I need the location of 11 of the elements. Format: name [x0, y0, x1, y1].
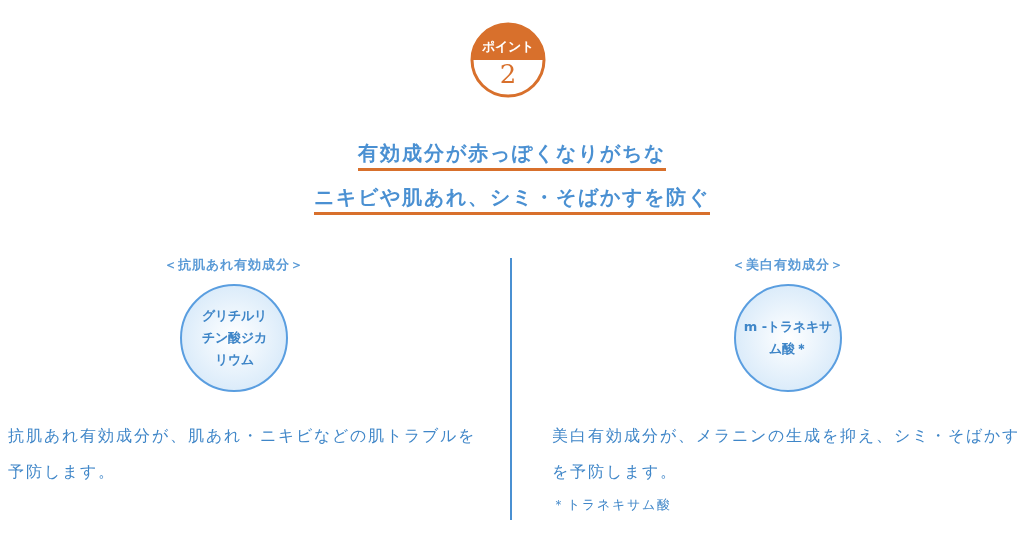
ingredient-name: グリチルリチン酸ジカリウム — [200, 307, 268, 369]
badge-heading: ポイント — [481, 38, 535, 56]
ingredient-name: m -トラネキサム酸＊ — [742, 318, 834, 358]
point-number: 2 — [498, 58, 518, 90]
heading-line: ニキビや肌あれ、シミ・そばかすを防ぐ — [314, 185, 710, 215]
section-heading: ＜美白有効成分＞ — [731, 256, 845, 274]
footnote: ＊トラネキサム酸 — [552, 496, 672, 514]
description-text: 抗肌あれ有効成分が、肌あれ・ニキビなどの肌トラブルを予防します。 — [8, 425, 477, 483]
heading-line: 有効成分が赤っぽくなりがちな — [358, 141, 666, 171]
description-text: 美白有効成分が、メラニンの生成を抑え、シミ・そばかすを予防します。 — [552, 425, 1021, 483]
section-heading: ＜抗肌あれ有効成分＞ — [163, 256, 305, 274]
